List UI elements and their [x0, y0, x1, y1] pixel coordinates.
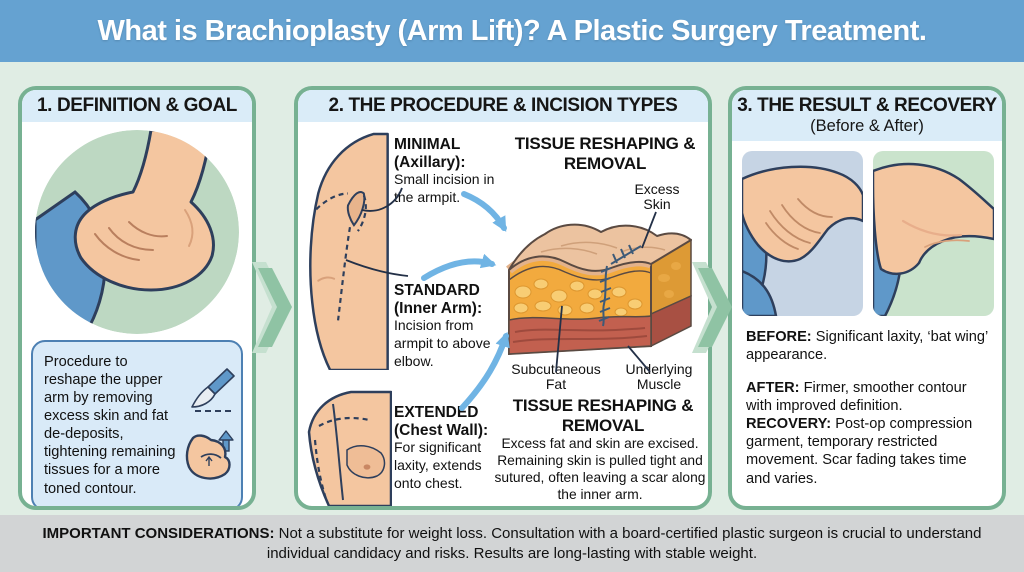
before-arm-svg: [742, 150, 863, 316]
considerations-paragraph: IMPORTANT CONSIDERATIONS: Not a substitu…: [37, 524, 987, 563]
pointer-line-minimal: [361, 187, 403, 212]
before-paragraph: BEFORE: Significant laxity, ‘bat wing’ a…: [746, 328, 992, 364]
chest-wall-incision-illustration: [307, 390, 392, 506]
considerations-banner: IMPORTANT CONSIDERATIONS: Not a substitu…: [0, 515, 1024, 572]
panel-procedure-incisions: 2. THE PROCEDURE & INCISION TYPES: [294, 86, 712, 510]
considerations-label: IMPORTANT CONSIDERATIONS:: [42, 525, 275, 542]
pointer-line-subcutaneous-fat: [555, 305, 563, 373]
tissue-reshaping-heading: TISSUE RESHAPING & REMOVAL: [512, 396, 694, 435]
panel-3-subheading: (Before & After): [810, 116, 924, 135]
before-after-row: [742, 150, 1002, 316]
pointer-line-underlying-muscle: [627, 345, 651, 373]
incision-standard-block: STANDARD (Inner Arm): Incision from armp…: [394, 282, 504, 371]
blue-arrow-standard: [421, 253, 497, 281]
before-image: [742, 150, 863, 316]
label-underlying-muscle: Underlying Muscle: [625, 361, 693, 393]
infographic-body: 1. DEFINITION & GOAL Procedure to reshap…: [0, 62, 1024, 515]
after-paragraph: AFTER: Firmer, smoother contour with imp…: [746, 379, 992, 415]
tissue-reshaping-description: Excess fat and skin are excised. Remaini…: [494, 436, 706, 502]
procedure-arrows-overlay: [345, 187, 657, 411]
recovery-text: Post-op compression garment, temporary r…: [746, 416, 973, 487]
flow-arrow-right-icon: [252, 262, 292, 353]
inner-arm-incision-illustration: [309, 132, 389, 370]
panel-result-recovery: 3. THE RESULT & RECOVERY (Before & After…: [728, 86, 1006, 510]
incision-extended-block: EXTENDED (Chest Wall): For significant l…: [394, 404, 504, 493]
before-label: BEFORE:: [746, 328, 812, 345]
panel-1-heading: 1. DEFINITION & GOAL: [37, 95, 237, 116]
pointer-line-excess-skin: [641, 211, 657, 249]
blue-arrow-extended: [459, 331, 510, 411]
after-text: Firmer, smoother contour with improved d…: [746, 380, 967, 415]
after-label: AFTER:: [746, 380, 800, 397]
considerations-text: Not a substitute for weight loss. Consul…: [266, 525, 982, 562]
incision-minimal-name: MINIMAL: [394, 136, 461, 153]
incision-extended-desc: For significant laxity, extends onto che…: [394, 439, 482, 491]
sagging-arm-illustration: [35, 129, 239, 334]
scalpel-icon: [191, 368, 235, 413]
panel-definition-goal: 1. DEFINITION & GOAL Procedure to reshap…: [18, 86, 256, 510]
label-excess-skin: Excess Skin: [634, 181, 680, 213]
flow-arrow-right-icon: [692, 262, 732, 353]
panel-2-heading: 2. THE PROCEDURE & INCISION TYPES: [328, 95, 678, 116]
pointer-line-standard: [345, 259, 409, 277]
incision-extended-site: (Chest Wall):: [394, 421, 489, 439]
flexed-bicep-icon: [185, 430, 234, 480]
incision-standard-desc: Incision from armpit to above elbow.: [394, 317, 491, 369]
incision-minimal-site: (Axillary):: [394, 153, 466, 171]
panel-3-header: 3. THE RESULT & RECOVERY (Before & After…: [732, 90, 1002, 141]
recovery-paragraph: RECOVERY: Post-op compression garment, t…: [746, 415, 992, 487]
incision-minimal-desc: Small incision in the armpit.: [394, 171, 495, 205]
procedure-content: MINIMAL (Axillary): Small incision in th…: [298, 126, 708, 506]
definition-callout: Procedure to reshape the upper arm by re…: [31, 339, 243, 506]
incision-standard-site: (Inner Arm):: [394, 299, 483, 317]
recovery-label: RECOVERY:: [746, 416, 832, 433]
sagging-arm-svg: [35, 129, 239, 334]
panel-2-header: 2. THE PROCEDURE & INCISION TYPES: [298, 90, 708, 122]
incision-extended-name: EXTENDED: [394, 404, 479, 421]
title-banner: What is Brachioplasty (Arm Lift)? A Plas…: [0, 0, 1024, 62]
tissue-diagram-title: TISSUE RESHAPING & REMOVAL: [514, 134, 696, 173]
page-title: What is Brachioplasty (Arm Lift)? A Plas…: [97, 14, 927, 47]
panel-3-heading: 3. THE RESULT & RECOVERY: [737, 95, 997, 116]
definition-text: Procedure to reshape the upper arm by re…: [44, 353, 176, 497]
incision-standard-name: STANDARD: [394, 282, 480, 299]
tissue-cross-section-illustration: [506, 223, 692, 356]
before-text: Significant laxity, ‘bat wing’ appearanc…: [746, 328, 988, 363]
blue-arrow-minimal: [461, 191, 507, 232]
incision-minimal-block: MINIMAL (Axillary): Small incision in th…: [394, 136, 496, 207]
after-arm-svg: [873, 150, 994, 316]
definition-icons: [183, 368, 235, 482]
result-text-block: BEFORE: Significant laxity, ‘bat wing’ a…: [746, 328, 992, 488]
panel-1-header: 1. DEFINITION & GOAL: [22, 90, 252, 122]
after-image: [873, 150, 994, 316]
